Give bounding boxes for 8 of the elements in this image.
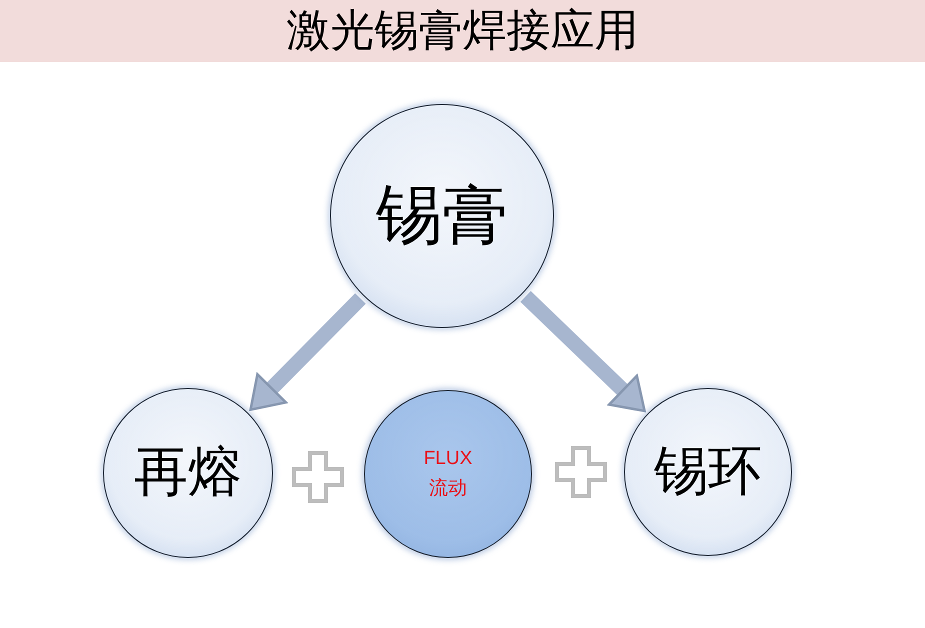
node-label: FLUX bbox=[424, 447, 472, 471]
title: 激光锡膏焊接应用 bbox=[286, 5, 640, 57]
block-arrow bbox=[520, 291, 646, 412]
node-label: 锡环 bbox=[654, 442, 762, 502]
block-arrow bbox=[249, 293, 366, 411]
node-label: 再熔 bbox=[134, 443, 242, 503]
node-label: 流动 bbox=[429, 477, 467, 501]
node-label: 锡膏 bbox=[376, 180, 508, 252]
